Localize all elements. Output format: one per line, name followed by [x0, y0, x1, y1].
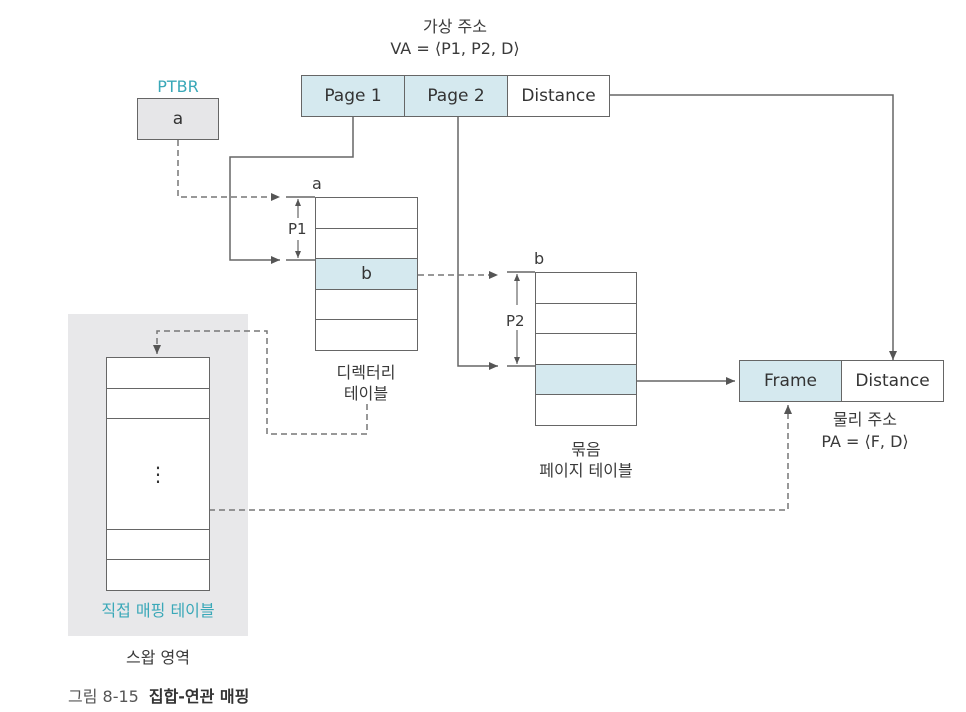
directory-row	[315, 197, 418, 229]
direct-mapping-row	[106, 528, 210, 561]
figure-caption: 그림 8-15 집합-연관 매핑	[68, 683, 249, 707]
distance-to-physical-line	[609, 94, 897, 360]
ptbr-register: a	[137, 98, 219, 140]
p1-offset-label: P1	[288, 220, 307, 238]
direct-mapping-table: ⋮	[106, 357, 210, 591]
directory-table-caption-2: 테이블	[343, 384, 389, 403]
page-table-base-label: b	[534, 249, 545, 268]
figure-number: 그림 8-15	[68, 687, 139, 706]
p2-offset-label: P2	[506, 312, 525, 330]
page-table-row	[535, 394, 637, 426]
page2-to-pagetable-line	[457, 116, 498, 370]
page-table-row	[535, 333, 637, 365]
directory-row	[315, 227, 418, 260]
directory-table-caption-1: 디렉터리	[336, 363, 396, 382]
directory-to-swap-dashed	[153, 330, 368, 435]
swap-area-label: 스왑 영역	[126, 648, 190, 667]
virtual-address-formula: VA = ⟨P1, P2, D⟩	[390, 39, 520, 58]
swap-to-frame-dashed	[209, 405, 792, 511]
ptbr-to-directory-dashed	[177, 140, 280, 201]
va-distance-field: Distance	[507, 75, 610, 117]
directory-row-highlight: b	[315, 258, 418, 290]
virtual-address-title: 가상 주소	[423, 17, 487, 36]
direct-mapping-row	[106, 559, 210, 591]
va-page2-field: Page 2	[404, 75, 508, 117]
direct-mapping-row	[106, 357, 210, 389]
directory-row	[315, 288, 418, 321]
pa-distance-field: Distance	[841, 360, 944, 402]
physical-address-title: 물리 주소	[833, 410, 897, 429]
direct-mapping-ellipsis-row: ⋮	[106, 418, 210, 530]
direct-mapping-table-label: 직접 매핑 테이블	[101, 601, 215, 620]
pa-frame-field: Frame	[739, 360, 842, 402]
page-table	[535, 272, 637, 426]
directory-table-base-label: a	[312, 174, 322, 193]
physical-address-formula: PA = ⟨F, D⟩	[821, 432, 909, 451]
page-table-caption-1: 묶음	[571, 440, 601, 459]
page-table-caption-2: 페이지 테이블	[539, 461, 633, 480]
directory-row	[315, 319, 418, 351]
directory-table: b	[315, 197, 418, 351]
ptbr-label: PTBR	[157, 77, 199, 96]
page1-to-directory-line	[229, 116, 354, 264]
va-page1-field: Page 1	[301, 75, 405, 117]
direct-mapping-row	[106, 387, 210, 420]
figure-title: 집합-연관 매핑	[148, 687, 250, 706]
page-table-row-highlight	[535, 363, 637, 396]
page-table-row	[535, 302, 637, 335]
page-table-row	[535, 272, 637, 304]
